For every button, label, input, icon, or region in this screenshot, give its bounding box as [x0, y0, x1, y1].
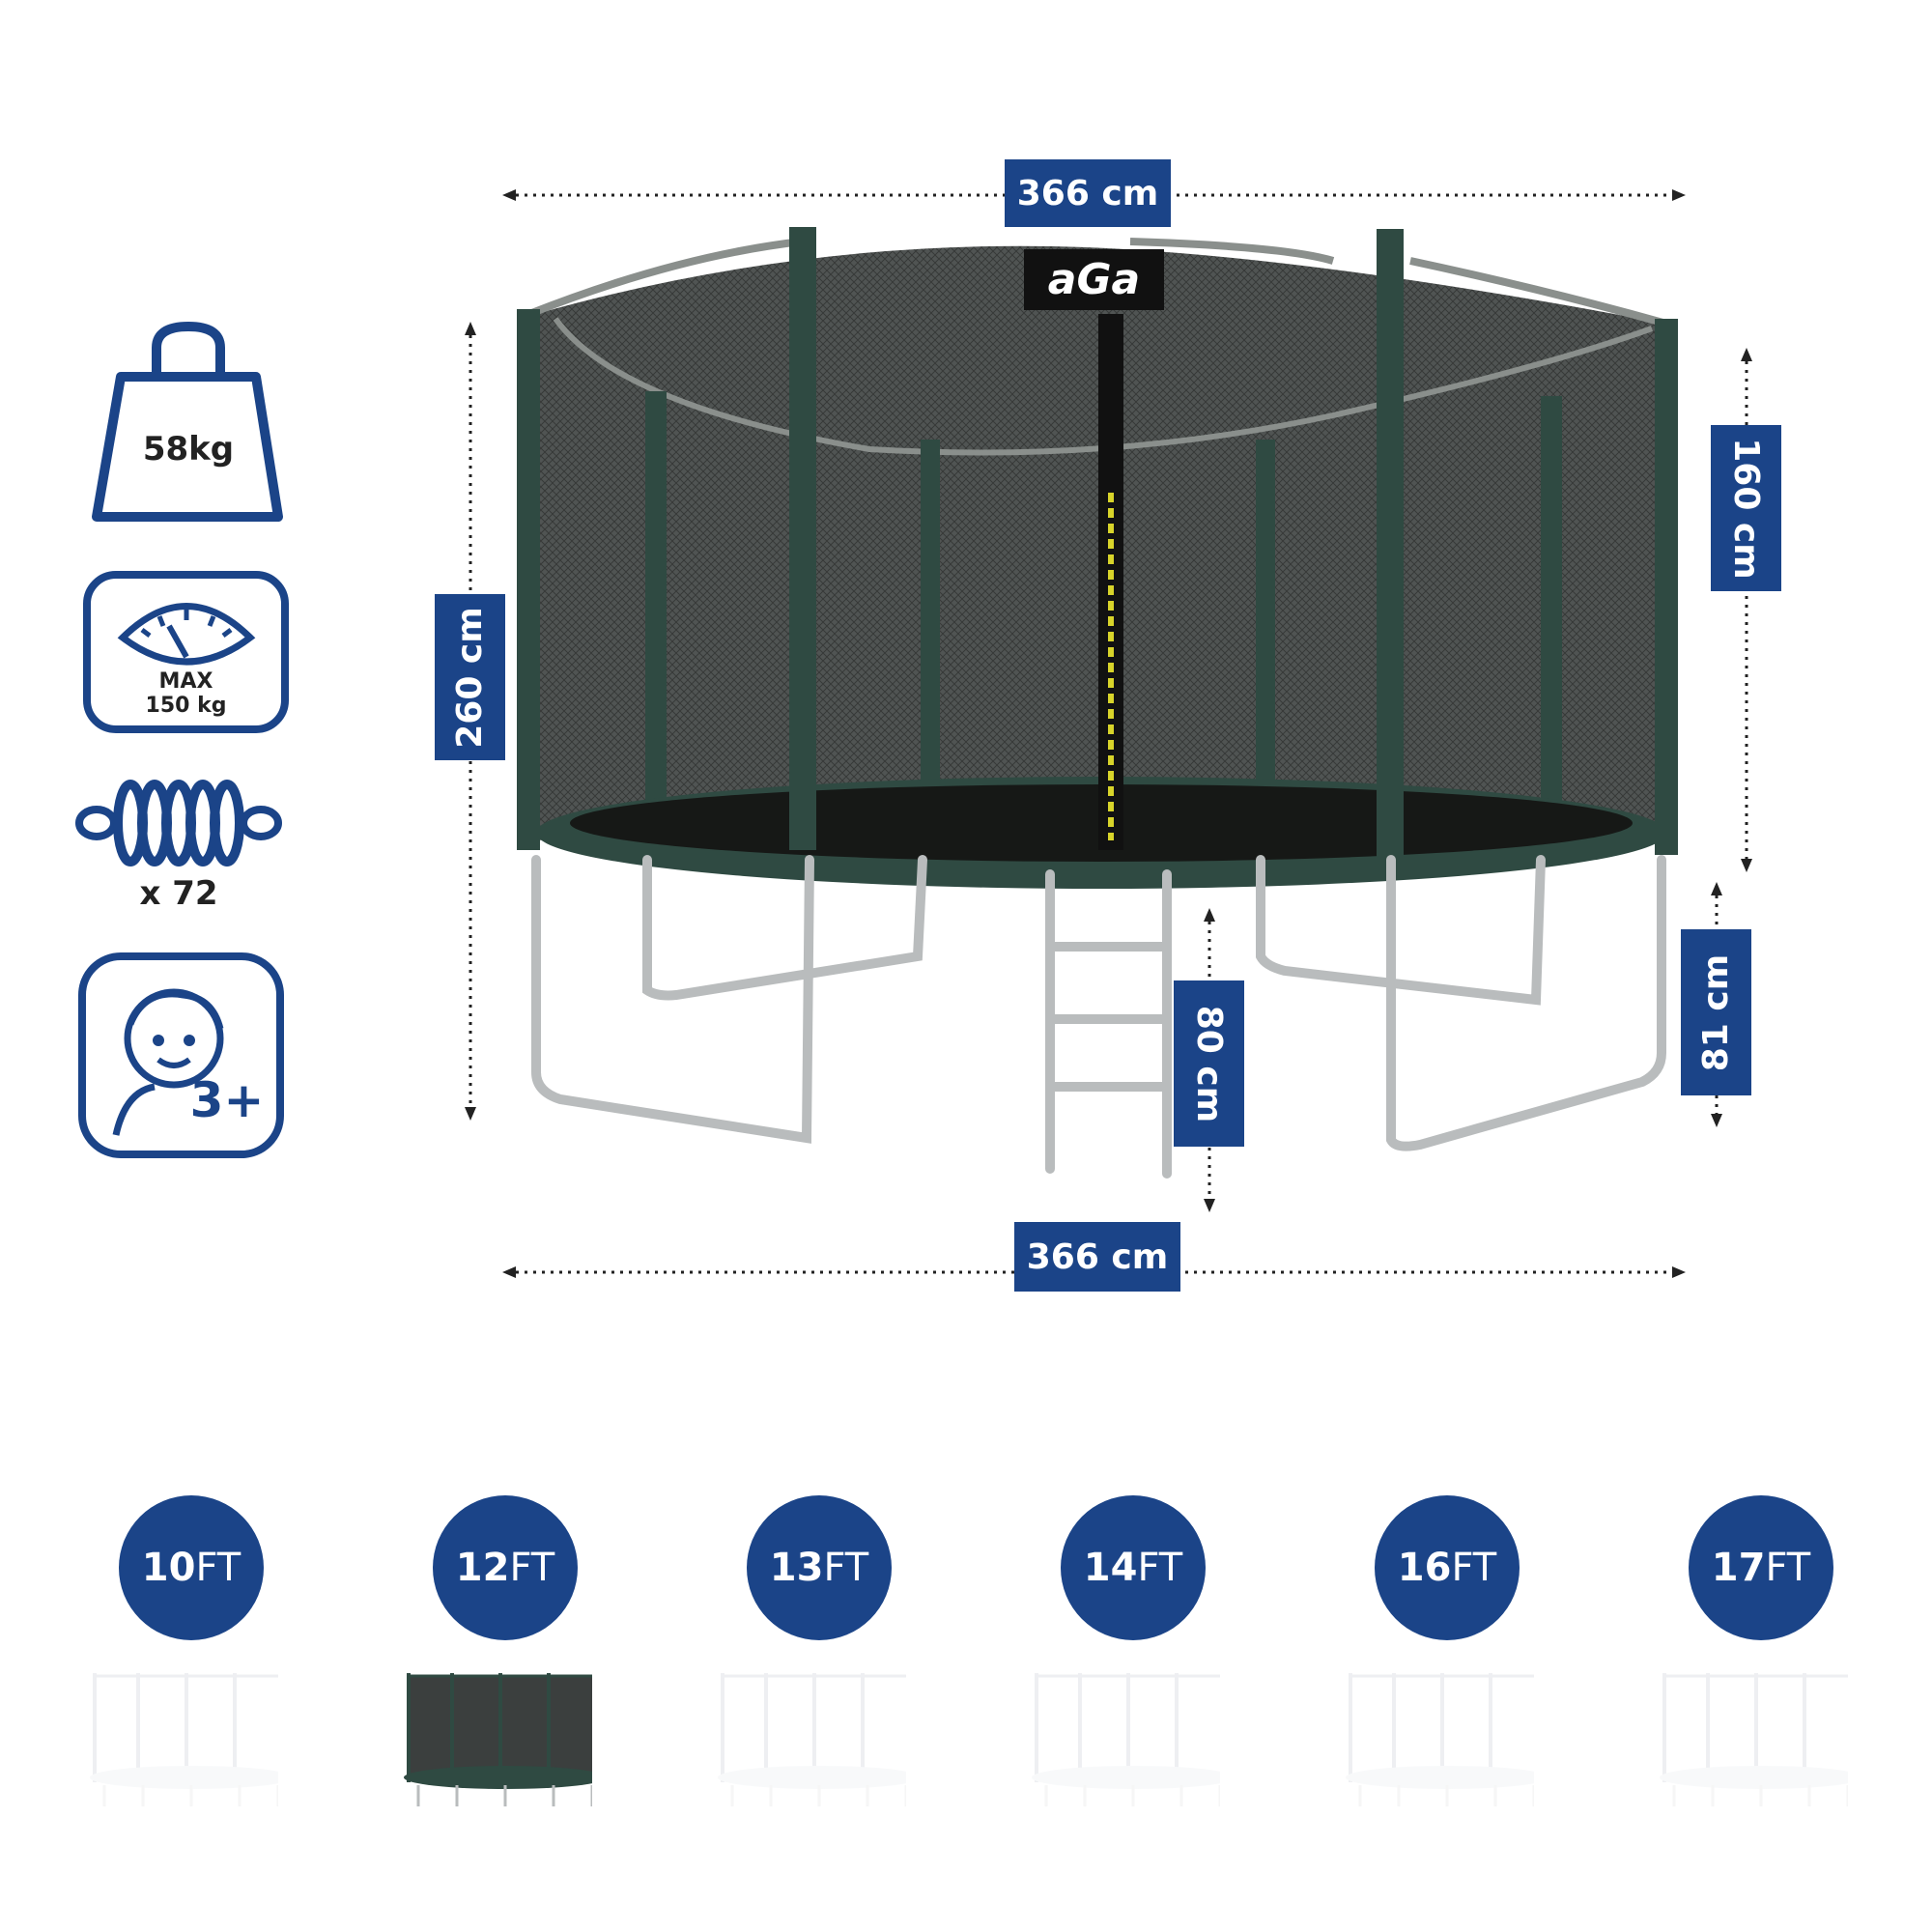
brand-logo: aGa: [1024, 249, 1164, 310]
width-top-label: 366 cm: [1005, 159, 1171, 227]
spring-icon: [75, 780, 282, 867]
max-load-line1: MAX: [158, 669, 213, 694]
size-unit: FT: [823, 1546, 869, 1590]
ladder-height-text: 80 cm: [1189, 1005, 1230, 1122]
width-bottom-text: 366 cm: [1026, 1236, 1169, 1277]
max-load-line2: 150 kg: [145, 694, 227, 718]
size-unit: FT: [509, 1546, 555, 1590]
frame-height-label: 81 cm: [1681, 929, 1751, 1095]
size-thumbnail-17ft[interactable]: [1655, 1662, 1848, 1806]
ladder-height-label: 80 cm: [1174, 980, 1244, 1147]
size-thumbnail-12ft[interactable]: [399, 1662, 592, 1806]
net-height-label: 160 cm: [1711, 425, 1781, 591]
size-unit: FT: [1137, 1546, 1183, 1590]
size-unit: FT: [195, 1546, 242, 1590]
child-age-icon: [78, 952, 284, 1158]
size-number: 13: [769, 1546, 824, 1590]
weight-icon: [92, 321, 283, 522]
net-height-text: 160 cm: [1726, 437, 1766, 580]
size-unit: FT: [1451, 1546, 1497, 1590]
width-top-text: 366 cm: [1016, 173, 1159, 213]
frame-height-text: 81 cm: [1696, 953, 1737, 1071]
size-number: 17: [1711, 1546, 1766, 1590]
size-number: 12: [455, 1546, 510, 1590]
size-thumbnail-10ft[interactable]: [85, 1662, 278, 1806]
size-thumbnail-13ft[interactable]: [713, 1662, 906, 1806]
brand-logo-text: aGa: [1047, 255, 1141, 304]
age-value: 3+: [189, 1072, 265, 1128]
size-unit: FT: [1765, 1546, 1811, 1590]
size-thumbnail-14ft[interactable]: [1027, 1662, 1220, 1806]
weight-value: 58kg: [142, 430, 235, 469]
size-number: 16: [1397, 1546, 1452, 1590]
width-bottom-label: 366 cm: [1014, 1222, 1180, 1292]
size-number: 14: [1083, 1546, 1138, 1590]
scale-icon: [83, 571, 289, 733]
size-thumbnail-16ft[interactable]: [1341, 1662, 1534, 1806]
size-number: 10: [141, 1546, 196, 1590]
total-height-text: 260 cm: [450, 606, 490, 749]
springs-count: x 72: [139, 874, 218, 913]
total-height-label: 260 cm: [435, 594, 505, 760]
